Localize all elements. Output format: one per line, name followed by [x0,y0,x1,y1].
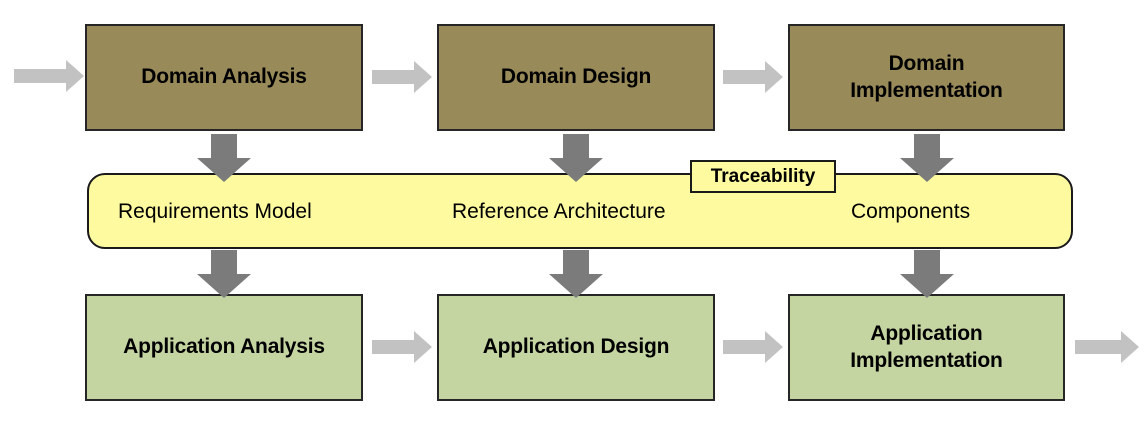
arrow-head [414,61,432,93]
arrow-shaft [211,250,237,275]
arrow-requirements-model-to-application-analysis [197,250,251,298]
arrow-shaft [563,250,589,275]
arrow-shaft [563,134,589,159]
arrow-shaft [723,70,765,84]
arrow-head [414,331,432,363]
box-application-implementation[interactable]: Application Implementation [788,294,1065,401]
box-label: Application Analysis [123,335,325,359]
box-label: Application Design [482,335,670,359]
arrow-application-design-to-application-implementation [723,331,783,363]
arrow-shaft [914,250,940,275]
arrow-head [765,61,783,93]
arrow-domain-design-to-reference-architecture [549,134,603,182]
arrow-head [765,331,783,363]
asset-label-reference-architecture: Reference Architecture [452,200,666,223]
box-label: Domain Implementation [850,52,1003,102]
box-application-analysis[interactable]: Application Analysis [85,294,363,401]
box-label: Domain Design [500,65,652,89]
arrow-components-to-application-implementation [900,250,954,298]
traceability-callout[interactable]: Traceability [690,160,836,193]
arrow-shaft [14,69,66,83]
arrow-shaft [372,340,414,354]
arrow-domain-design-to-domain-implementation [723,61,783,93]
box-application-design[interactable]: Application Design [437,294,715,401]
arrow-application-analysis-to-application-design [372,331,432,363]
box-domain-analysis[interactable]: Domain Analysis [85,24,363,131]
box-label: Application Implementation [850,322,1003,372]
input-arrow-domain-analysis [14,60,84,92]
arrow-head [900,158,954,182]
box-label: Domain Analysis [141,65,307,89]
arrow-head [1121,331,1139,363]
arrow-domain-analysis-to-domain-design [372,61,432,93]
asset-label-components: Components [851,200,971,223]
traceability-label: Traceability [710,165,816,187]
arrow-head [900,274,954,298]
box-domain-implementation[interactable]: Domain Implementation [788,24,1065,131]
box-domain-design[interactable]: Domain Design [437,24,715,131]
asset-label-requirements-model: Requirements Model [118,200,312,223]
arrow-head [197,158,251,182]
arrow-reference-architecture-to-application-design [549,250,603,298]
arrow-shaft [914,134,940,159]
arrow-head [66,60,84,92]
arrow-shaft [372,70,414,84]
arrow-domain-analysis-to-requirements-model [197,134,251,182]
arrow-shaft [723,340,765,354]
arrow-shaft [1075,340,1121,354]
output-arrow-application-implementation [1075,331,1141,363]
arrow-domain-implementation-to-components [900,134,954,182]
arrow-head [549,274,603,298]
arrow-head [197,274,251,298]
arrow-head [549,158,603,182]
arrow-shaft [211,134,237,159]
